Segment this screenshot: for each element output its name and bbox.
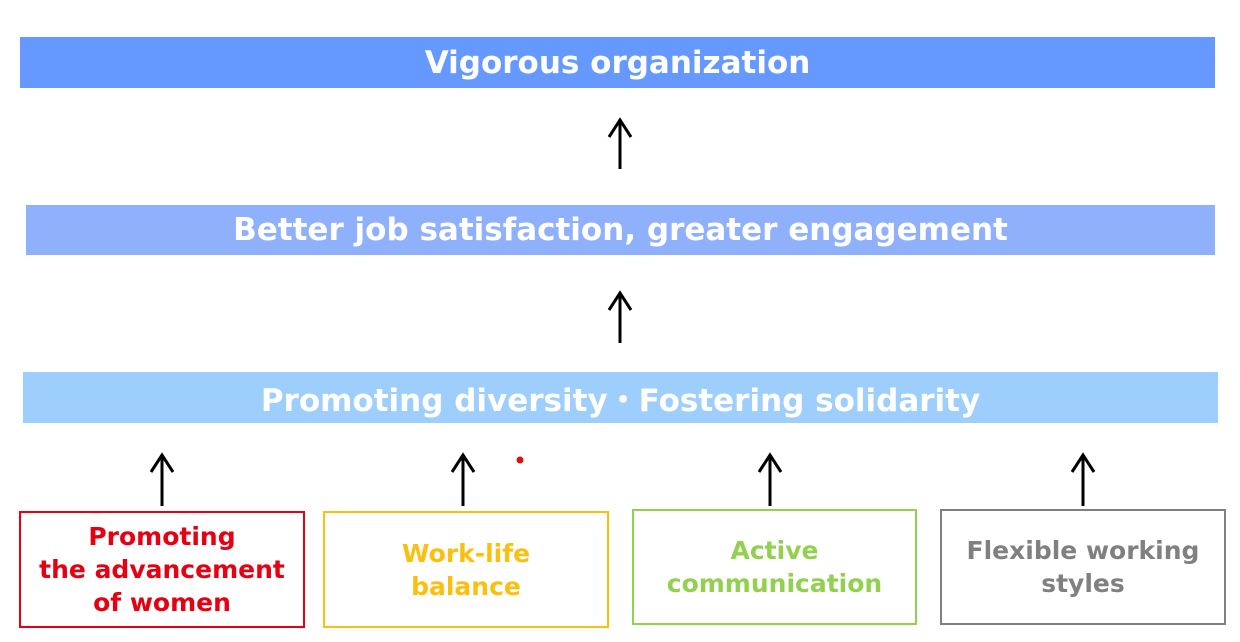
factor-label: Flexible working styles bbox=[966, 536, 1200, 598]
red-dot bbox=[516, 456, 524, 464]
factor-box-active-communication: Active communication bbox=[632, 509, 917, 625]
factor-box-flexible-working: Flexible working styles bbox=[940, 509, 1226, 625]
vigorous-organization-bar: Vigorous organization bbox=[20, 37, 1215, 88]
factor-box-women-advancement: Promoting the advancement of women bbox=[19, 511, 305, 628]
up-arrow-icon bbox=[450, 452, 476, 506]
up-arrow-icon bbox=[1070, 452, 1096, 506]
up-arrow-icon bbox=[607, 117, 633, 169]
factor-label: Work-life balance bbox=[401, 538, 531, 601]
factor-label: Active communication bbox=[666, 536, 883, 598]
diversity-solidarity-bar: Promoting diversity・Fostering solidarity bbox=[23, 372, 1218, 423]
factor-label: Promoting the advancement of women bbox=[39, 522, 285, 617]
up-arrow-icon bbox=[149, 452, 175, 506]
job-satisfaction-bar: Better job satisfaction, greater engagem… bbox=[26, 205, 1215, 255]
up-arrow-icon bbox=[757, 452, 783, 506]
factor-box-work-life-balance: Work-life balance bbox=[323, 511, 609, 628]
up-arrow-icon bbox=[607, 290, 633, 343]
